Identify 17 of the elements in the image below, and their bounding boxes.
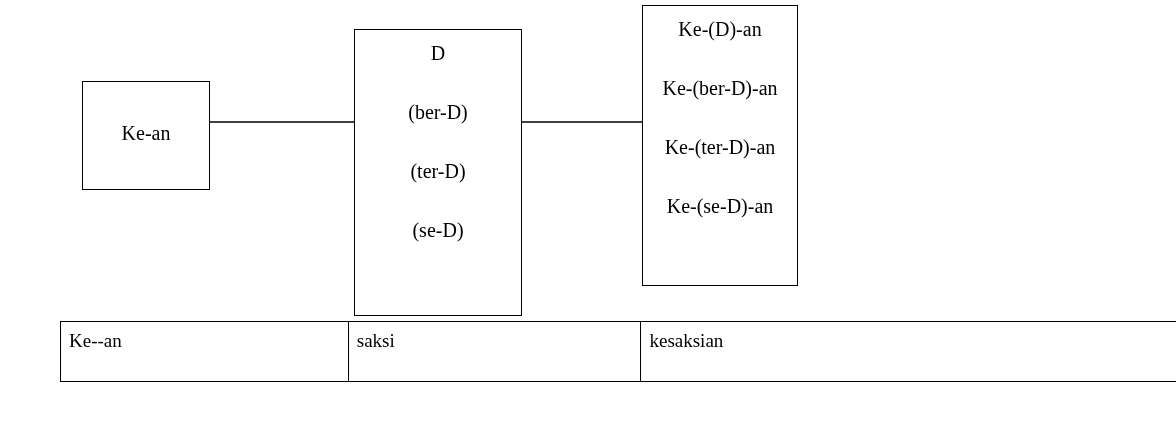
box-label: (se-D) <box>412 219 464 242</box>
table-cell: kesaksian <box>640 321 1176 382</box>
box-label: Ke-(D)-an <box>678 18 762 41</box>
box-label: Ke-(se-D)-an <box>666 195 774 218</box>
box-label: Ke-(ber-D)-an <box>662 77 778 100</box>
text-box <box>354 29 522 316</box>
box-label: (ter-D) <box>410 160 466 183</box>
text-box <box>642 5 798 286</box>
box-label: D <box>430 42 446 65</box>
text-box <box>82 81 210 190</box>
table-cell: Ke--an <box>60 321 349 382</box>
connector-line <box>209 121 355 123</box>
box-label: (ber-D) <box>408 101 468 124</box>
box-label: Ke-(ter-D)-an <box>664 136 776 159</box>
table-cell: saksi <box>348 321 641 382</box>
connector-line <box>521 121 643 123</box>
box-label: Ke-an <box>121 122 171 145</box>
